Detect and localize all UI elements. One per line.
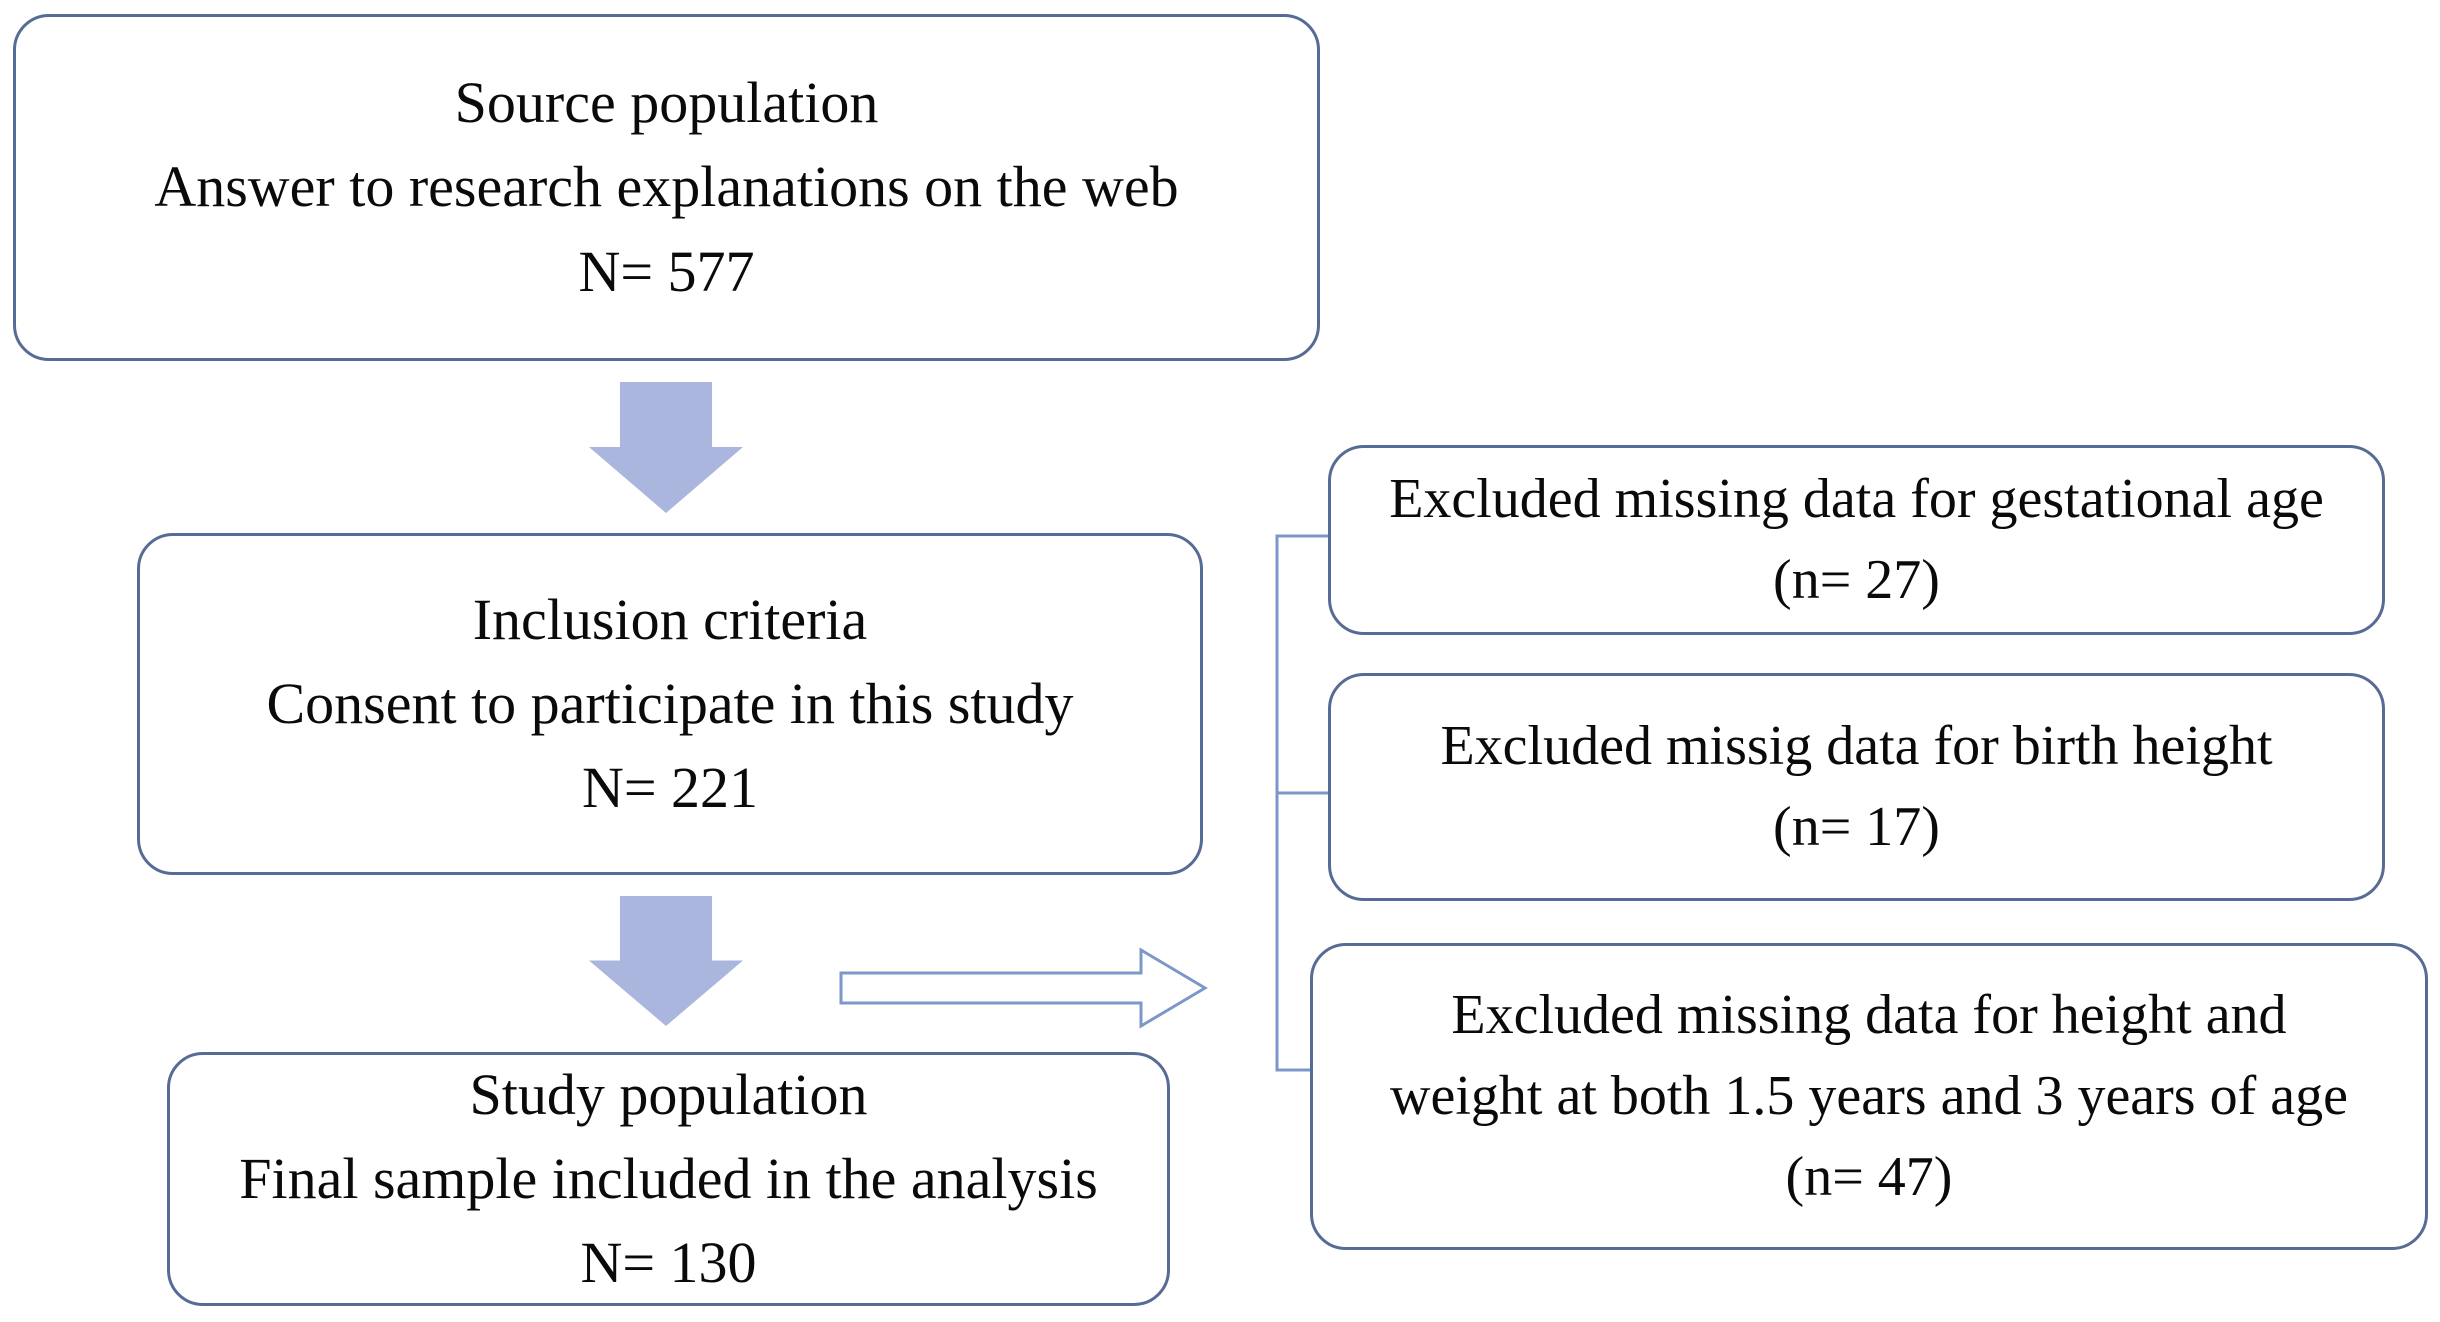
inclusion-criteria-box: Inclusion criteria Consent to participat… (137, 533, 1203, 875)
inclusion-criteria-count: N= 221 (581, 755, 759, 821)
inclusion-criteria-title: Inclusion criteria (472, 586, 868, 652)
excluded-gestational-age-box: Excluded missing data for gestational ag… (1328, 445, 2385, 635)
inclusion-criteria-description: Consent to participate in this study (266, 670, 1074, 736)
down-arrow-icon-1 (589, 382, 743, 513)
study-population-description: Final sample included in the analysis (239, 1145, 1098, 1211)
study-population-box: Study population Final sample included i… (167, 1052, 1170, 1306)
excluded-followup-text-line2: weight at both 1.5 years and 3 years of … (1390, 1064, 2348, 1127)
source-population-description: Answer to research explanations on the w… (154, 154, 1179, 220)
excluded-followup-text-line1: Excluded missing data for height and (1451, 983, 2287, 1046)
study-population-count: N= 130 (580, 1230, 757, 1296)
excluded-birth-height-box: Excluded missig data for birth height (n… (1328, 673, 2385, 901)
excluded-followup-count: (n= 47) (1785, 1146, 1953, 1209)
source-population-count: N= 577 (578, 238, 755, 304)
excluded-birth-height-text: Excluded missig data for birth height (1440, 714, 2273, 777)
down-arrow-icon-2 (589, 896, 743, 1026)
excluded-gestational-age-text: Excluded missing data for gestational ag… (1389, 467, 2324, 530)
exclusion-bracket-connector (1275, 534, 1328, 1072)
source-population-title: Source population (454, 70, 879, 136)
study-population-title: Study population (469, 1061, 868, 1127)
excluded-followup-box: Excluded missing data for height and wei… (1310, 943, 2428, 1250)
excluded-gestational-age-count: (n= 27) (1773, 549, 1940, 611)
right-arrow-icon (839, 947, 1208, 1029)
source-population-box: Source population Answer to research exp… (13, 14, 1320, 361)
excluded-birth-height-count: (n= 17) (1773, 796, 1940, 858)
